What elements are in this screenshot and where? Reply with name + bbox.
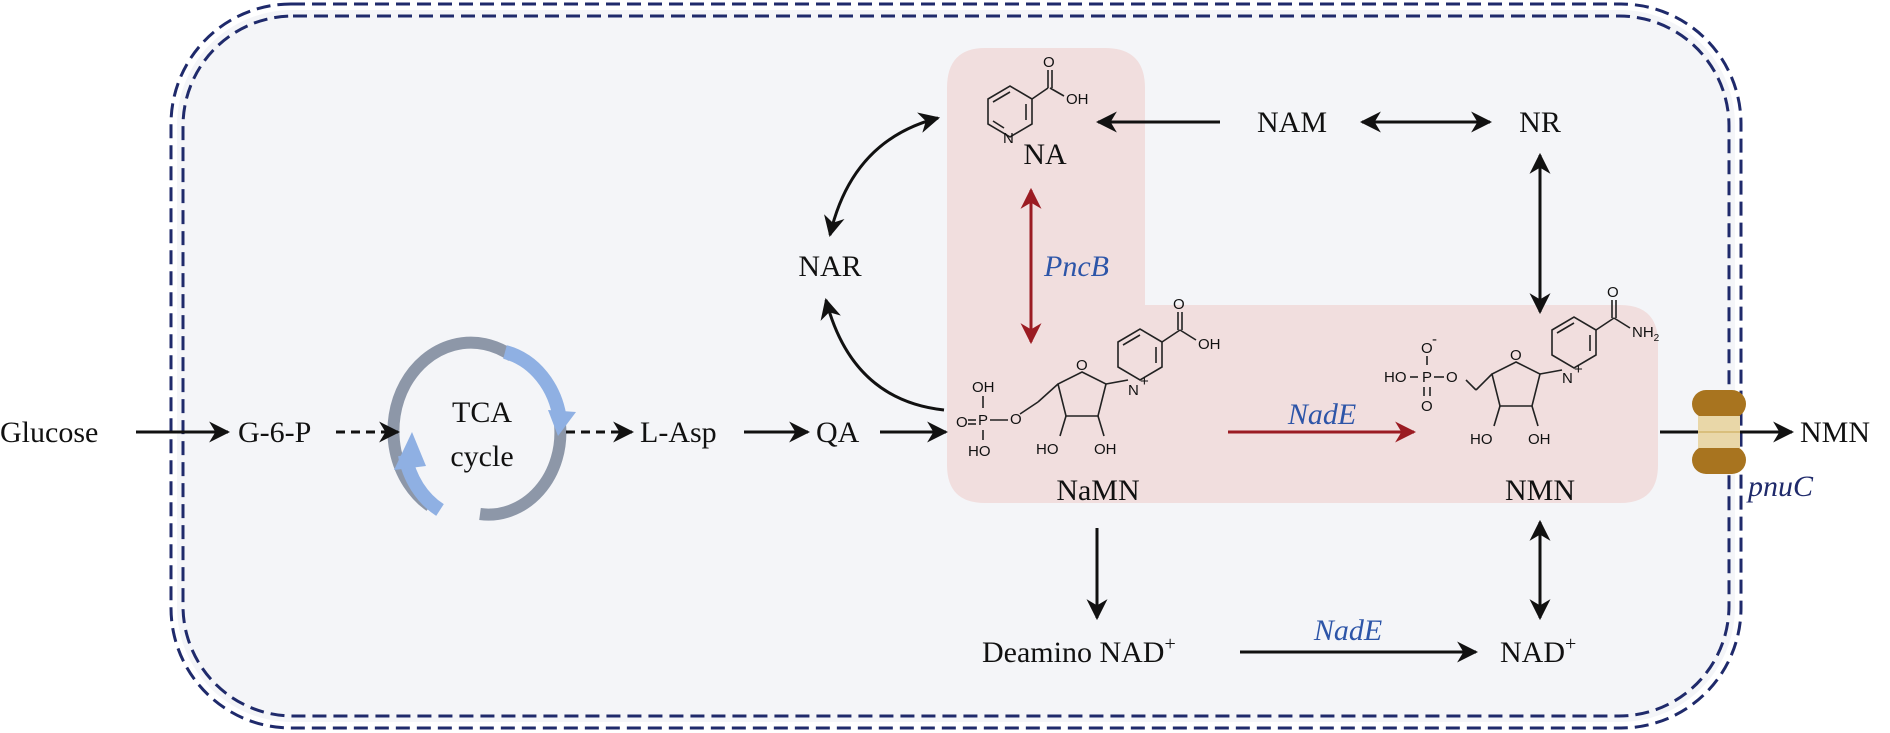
arrow-namn-nar [820,297,945,412]
nmn-p-o-label: O [1421,398,1433,415]
nmn-ribose-ring [1491,361,1541,407]
namn-nplus-label: N [1128,382,1139,399]
nmn-ribose-oh2 [1531,405,1539,427]
enzyme-nade-bottom: NadE [1313,614,1382,647]
namn-ho-label: HO [1036,441,1059,458]
na-hydroxyl [1049,87,1065,97]
node-tca-line1: TCA [452,396,512,429]
node-deamino-nad: Deamino NAD+ [982,633,1176,669]
nmn-p-label: P [1422,369,1432,386]
arrow-nar-na [824,112,941,238]
nmn-nh2-sub: 2 [1654,333,1660,344]
nmn-pyridine-ring [1551,316,1597,369]
namn-pyridine-ring [1117,328,1163,381]
nmn-nplus-label: N [1562,370,1573,387]
nmn-oh-label: OH [1528,431,1551,448]
na-ring-double-3 [992,120,1005,129]
namn-ring-o-label: O [1076,357,1088,374]
tca-arrowhead-right [548,410,576,436]
namn-ring-double-1 [1122,334,1141,346]
nmn-ominus-label: O [1421,340,1433,357]
nmn-ribose-n-bond [1539,369,1563,375]
transporter-top-lobe [1692,390,1746,418]
namn-oh2-label: OH [1094,441,1117,458]
namn-o-label: O [1173,296,1185,313]
namn-carboxyl-bond [1161,329,1181,343]
namn-plus-label: + [1140,373,1149,390]
tca-cycle [387,336,576,521]
node-nmn-outer: NMN [1800,416,1870,449]
node-nad: NAD+ [1500,633,1576,669]
node-lasp: L-Asp [640,416,717,449]
namn-p-label: P [978,412,988,429]
node-g6p: G-6-P [238,416,311,449]
highlight-region [947,48,1658,503]
nmn-nh2-label: NH2 [1632,324,1660,344]
node-na: NA [1023,138,1067,171]
nmn-o-bridge [1465,379,1477,391]
transporter-pnuc-label: pnuC [1746,470,1814,503]
tca-arrow-right [502,345,567,422]
nmn-ring-double-1 [1556,322,1575,334]
namn-p-o-label: O [956,414,968,431]
node-glucose: Glucose [0,416,98,449]
na-oh-label: OH [1066,91,1089,108]
namn-p-ho-label: HO [968,443,991,460]
red-arrows [1020,187,1417,443]
pnuc-transporter-icon [1692,390,1746,474]
nmn-bridge-o-label: O [1446,369,1458,386]
nmn-ho-label: HO [1470,431,1493,448]
nmn-ribose-oh1 [1493,405,1501,427]
namn-ribose-ring [1057,371,1107,417]
membrane-inner-line [181,14,1731,718]
namn-oh-label: OH [1198,336,1221,353]
nmn-amide-bond [1595,317,1615,331]
nmn-structure: O NH2 N + HO OH O O P O - O HO [1384,284,1660,448]
namn-ribose-oh2 [1097,415,1105,437]
transporter-bottom-lobe [1692,446,1746,474]
nmn-amide-n [1613,317,1631,329]
nad-superscript: + [1565,633,1576,655]
deamino-nad-superscript: + [1164,633,1175,655]
node-nam: NAM [1257,106,1327,139]
na-structure: O OH N [987,54,1089,147]
node-namn: NaMN [1056,474,1139,507]
node-tca-line2: cycle [450,440,513,473]
node-nmn-inner: NMN [1505,474,1575,507]
node-labels: Glucose G-6-P TCA cycle L-Asp QA NAR NA … [0,106,1870,669]
namn-ribose-oh1 [1059,415,1067,437]
enzyme-labels: PncB NadE NadE pnuC [1043,250,1814,647]
namn-bridge-o-label: O [1010,411,1022,428]
tca-arc-bottom-right [479,423,567,521]
nmn-o-label: O [1607,284,1619,301]
namn-hydroxyl [1179,329,1197,341]
namn-structure: O OH N + HO OH O O P OH O HO [956,296,1221,460]
node-nr: NR [1519,106,1561,139]
na-ring [987,85,1033,138]
namn-o-bridge [1019,401,1039,415]
na-carboxyl-bond [1031,87,1049,100]
nmn-ch2 [1475,373,1493,391]
enzyme-pncb: PncB [1043,250,1109,283]
enzyme-nade-top: NadE [1287,398,1356,431]
namn-p-oh-label: OH [972,379,995,396]
namn-ribose-n-bond [1105,379,1129,385]
na-n-label: N [1003,130,1014,147]
na-ring-double-1 [992,91,1011,103]
node-nar: NAR [798,250,861,283]
namn-ch2 [1037,383,1059,403]
membrane-outer-line [169,2,1743,730]
node-qa: QA [816,416,860,449]
tca-arrowhead-left [394,432,426,470]
nmn-minus-label: - [1432,331,1437,348]
nmn-ring-o-label: O [1510,347,1522,364]
nmn-p-ho-label: HO [1384,369,1407,386]
nmn-plus-label: + [1574,361,1583,378]
na-o-label: O [1043,54,1055,71]
